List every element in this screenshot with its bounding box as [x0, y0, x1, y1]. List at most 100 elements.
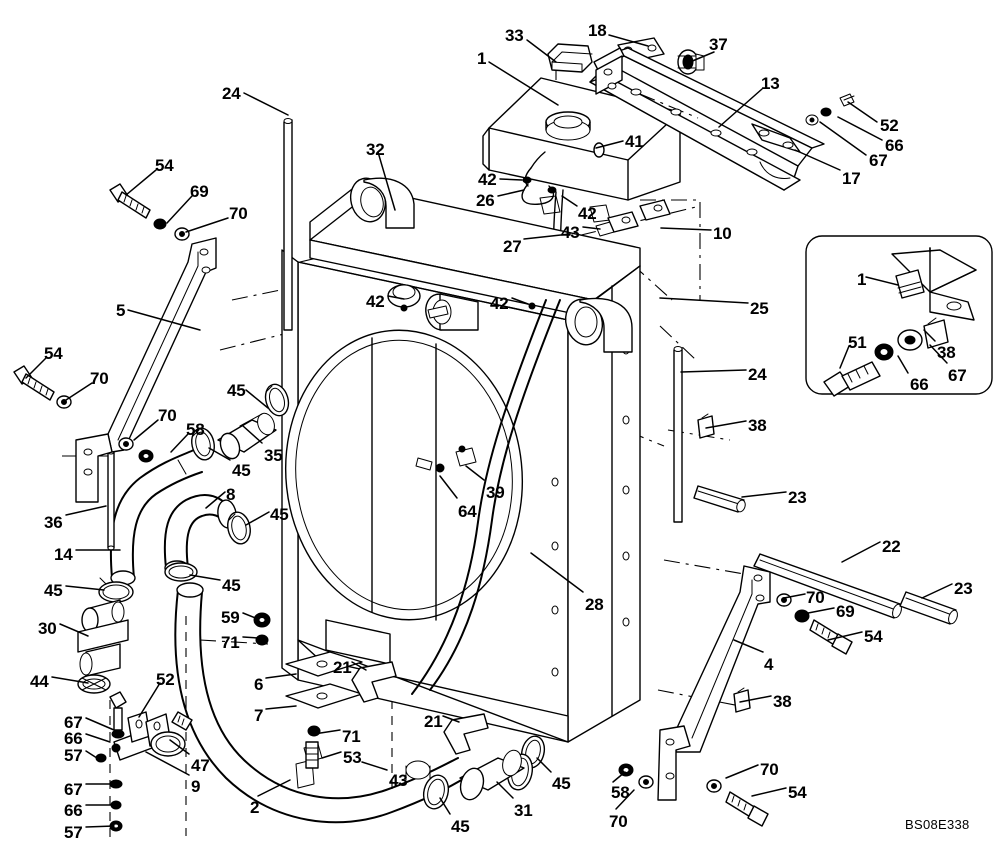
clamp-45-f [422, 774, 450, 810]
callout-23: 23 [788, 488, 807, 507]
leader-37 [689, 51, 715, 63]
leader-51 [839, 345, 850, 369]
callout-66: 66 [64, 801, 83, 820]
part-filler-neck [545, 111, 591, 141]
callout-47: 47 [191, 756, 210, 775]
leader-21 [442, 715, 460, 723]
bolt-53 [305, 741, 319, 769]
callout-66: 66 [885, 136, 904, 155]
callout-70: 70 [229, 204, 248, 223]
callout-52: 52 [156, 670, 175, 689]
fasteners-left-lower [13, 365, 154, 463]
part-thermostat-30 [77, 599, 129, 677]
leader-22 [841, 541, 881, 563]
part-clip-38-a [697, 413, 715, 439]
bolt-52-b [109, 691, 127, 731]
callout-5: 5 [116, 301, 126, 320]
callout-67: 67 [64, 713, 83, 732]
leader-28 [530, 552, 584, 593]
callout-1: 1 [857, 270, 867, 289]
callout-66: 66 [64, 729, 83, 748]
callout-21: 21 [333, 658, 352, 677]
callout-1: 1 [477, 49, 487, 68]
leader-67 [929, 344, 948, 364]
leader-57 [85, 750, 101, 761]
leader-58 [170, 433, 189, 453]
callout-57: 57 [64, 746, 83, 765]
leader-53 [321, 751, 342, 759]
part-rod-24-right [673, 346, 683, 523]
callout-54: 54 [155, 156, 174, 175]
callout-45: 45 [552, 774, 571, 793]
part-bushing-37 [677, 49, 705, 75]
leader-42 [561, 195, 578, 207]
callout-44: 44 [30, 672, 49, 691]
callout-10: 10 [713, 224, 732, 243]
leader-44 [51, 676, 89, 684]
callout-25: 25 [750, 299, 769, 318]
leader-33 [526, 39, 557, 63]
leader-5 [127, 309, 201, 331]
leader-32 [377, 151, 396, 211]
callout-24: 24 [748, 365, 767, 384]
nut-69-a [153, 218, 167, 230]
leader-71 [313, 729, 341, 735]
leader-54 [751, 787, 787, 797]
leader-52 [138, 682, 161, 718]
callout-37: 37 [709, 35, 728, 54]
callout-42: 42 [578, 204, 597, 223]
clamp-45-b [191, 427, 215, 461]
callout-17: 17 [842, 169, 861, 188]
clamp-45-d [98, 577, 134, 603]
callout-42: 42 [366, 292, 385, 311]
callout-54: 54 [864, 627, 883, 646]
part-brackets-10 [607, 199, 671, 233]
callout-18: 18 [588, 21, 607, 40]
callout-43: 43 [561, 223, 580, 242]
callout-2: 2 [250, 798, 260, 817]
leader-59 [242, 612, 259, 620]
leader-23 [741, 491, 787, 498]
leader-1 [865, 276, 899, 286]
leader-24 [680, 369, 747, 373]
leader-70 [783, 593, 806, 599]
leader-47 [169, 739, 190, 755]
leader-21 [351, 661, 367, 671]
part-tube-35 [217, 412, 277, 460]
parts-lower-left-bracket [95, 691, 193, 832]
leader-54 [125, 169, 157, 196]
leader-45 [245, 511, 270, 526]
part-bar-22 [753, 553, 902, 619]
callout-14: 14 [54, 545, 73, 564]
detail-callout-box [805, 235, 993, 397]
callout-leader-lines [25, 34, 953, 828]
callout-39: 39 [486, 483, 505, 502]
nut-69-b [794, 609, 810, 623]
callout-28: 28 [585, 595, 604, 614]
callout-8: 8 [226, 485, 236, 504]
part-cap-33 [547, 43, 593, 73]
leader-70 [185, 217, 229, 233]
callout-70: 70 [158, 406, 177, 425]
leader-27 [523, 233, 571, 240]
callout-45: 45 [451, 817, 470, 836]
callout-4: 4 [764, 655, 774, 674]
callout-38: 38 [773, 692, 792, 711]
leader-57 [85, 825, 115, 828]
bolt-54-c [809, 619, 853, 655]
leader-4 [733, 639, 764, 653]
part-bracket-5 [75, 237, 217, 503]
callout-64: 64 [458, 502, 477, 521]
callout-51: 51 [848, 333, 867, 352]
leader-66 [85, 733, 111, 743]
leader-35 [242, 425, 263, 444]
leader-39 [465, 465, 485, 481]
leader-69 [802, 607, 835, 615]
leader-6 [265, 673, 297, 679]
callout-69: 69 [836, 602, 855, 621]
leader-45 [439, 797, 451, 815]
callout-58: 58 [186, 420, 205, 439]
leader-42 [511, 297, 529, 305]
clamp-45-a [264, 383, 290, 417]
callout-38: 38 [937, 343, 956, 362]
